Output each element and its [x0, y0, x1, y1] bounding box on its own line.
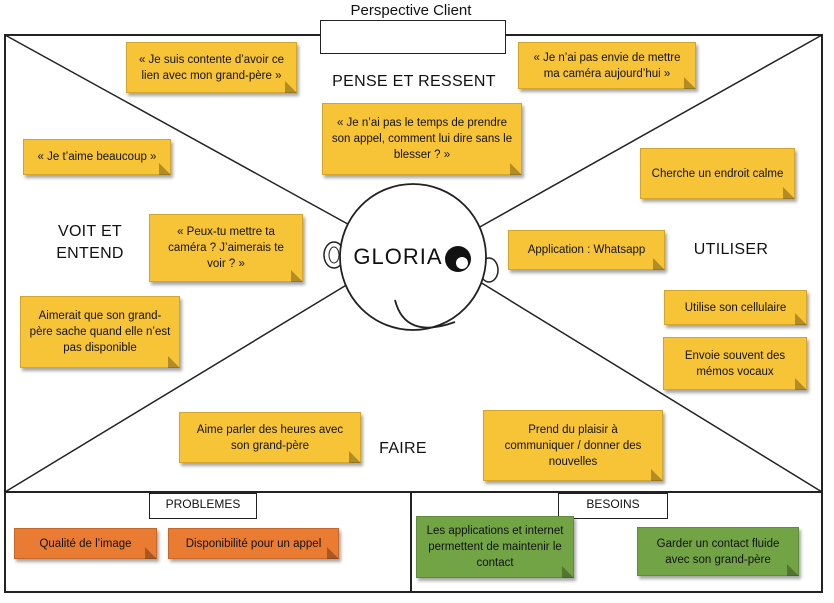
note-do-2: Prend du plaisir à communiquer / donner …: [483, 410, 663, 481]
need-item-2: Garder un contact fluide avec son grand-…: [637, 527, 799, 576]
note-see-1: « Je t’aime beaucoup »: [23, 139, 171, 175]
heading-see-hear-line1: VOIT ET: [57, 223, 123, 240]
note-do-1: Aime parler des heures avec son grand-pè…: [179, 412, 361, 463]
needs-title: BESOINS: [558, 493, 668, 519]
diagonal-top-right: [477, 34, 823, 229]
title-box: [320, 20, 506, 54]
note-use-4: Envoie souvent des mémos vocaux: [663, 337, 807, 390]
smile-mouth: [394, 299, 456, 329]
note-think-3: « Je n’ai pas le temps de prendre son ap…: [322, 103, 522, 175]
problem-item-1: Qualité de l’image: [14, 528, 157, 559]
note-think-1: « Je suis contente d’avoir ce lien avec …: [126, 42, 297, 93]
heading-do: FAIRE: [379, 440, 427, 457]
note-see-3: Aimerait que son grand-père sache quand …: [20, 296, 180, 368]
note-think-2: « Je n’ai pas envie de mettre ma caméra …: [518, 42, 696, 89]
note-use-1: Cherche un endroit calme: [640, 148, 795, 199]
heading-see-hear-line2: ENTEND: [56, 245, 124, 262]
bottom-frame: [4, 491, 823, 593]
note-use-2: Application : Whatsapp: [508, 230, 665, 270]
problems-title: PROBLEMES: [149, 493, 257, 519]
note-use-3: Utilise son cellulaire: [664, 290, 807, 325]
note-see-2: « Peux-tu mettre ta caméra ? J’aimerais …: [149, 214, 303, 282]
perspective-title: Perspective Client: [350, 2, 472, 19]
diagonal-bottom-left: [4, 277, 359, 493]
heading-see-hear: VOIT ET ENTEND: [40, 221, 140, 265]
eye-highlight: [456, 257, 468, 269]
head-circle: [339, 183, 487, 331]
diagonal-bottom-right: [479, 281, 823, 493]
person-name: GLORIA: [353, 244, 443, 269]
problem-item-2: Disponibilité pour un appel: [168, 528, 339, 559]
heading-use: UTILISER: [693, 241, 769, 258]
heading-think-feel: PENSE ET RESSENT: [332, 73, 496, 90]
need-item-1: Les applications et internet permettent …: [416, 516, 574, 578]
left-ear-inner: [328, 246, 340, 264]
diagonal-top-left: [4, 34, 356, 229]
